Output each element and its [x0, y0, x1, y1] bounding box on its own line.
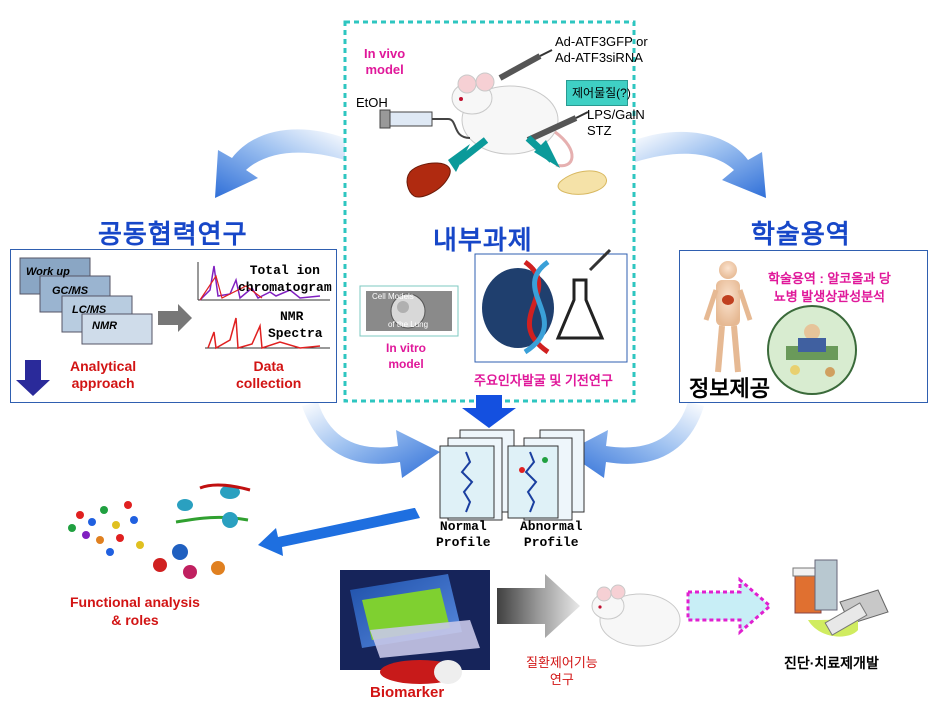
- analytical-line2: approach: [71, 375, 135, 391]
- data-line2: collection: [236, 375, 302, 391]
- nmr-line2: Spectra: [268, 326, 323, 341]
- academic-desc-label: 학술용역 : 알코올과 당 뇨병 발생상관성분석: [768, 270, 891, 306]
- instrument-stack-overlay: [19, 257, 153, 345]
- stack-lcms: LC/MS: [72, 304, 107, 316]
- etoh-label: EtOH: [356, 95, 388, 110]
- regulator-label: 제어물질(?): [572, 86, 631, 100]
- cell-models-caption2: of the Lung: [388, 320, 429, 329]
- normal-line1: Normal: [439, 519, 487, 534]
- invivo-label: In vivo model: [364, 46, 405, 78]
- diagnosis-treatment-label: 진단·치료제개발: [784, 655, 879, 671]
- disease-line2: 연구: [549, 672, 574, 687]
- normal-line2: Profile: [436, 535, 491, 550]
- nmr-label: NMR Spectra: [268, 308, 323, 342]
- right-box-illustrations: [703, 261, 857, 395]
- internal-project-title: 내부과제: [433, 225, 533, 255]
- lps-line1: LPS/GalN: [587, 107, 645, 122]
- abnormal-line2: Profile: [523, 535, 579, 550]
- lps-label: LPS/GalN STZ: [587, 107, 645, 139]
- nmr-line1: NMR: [280, 309, 304, 324]
- arrow-mouse-to-drug: [686, 576, 773, 636]
- syringe-adenovirus: [498, 49, 553, 81]
- functional-network-image: [68, 483, 251, 579]
- down-arrow-to-profiles: [462, 395, 516, 428]
- collaborative-research-title: 공동협력연구: [98, 219, 248, 249]
- regulator-box: [566, 80, 628, 106]
- functional-line2: & roles: [111, 612, 159, 628]
- invivo-line1: In vivo: [364, 46, 406, 61]
- academic-service-title: 학술용역: [751, 219, 851, 249]
- curved-arrow-bottom-right: [566, 402, 704, 478]
- analytical-arrow-overlay: [16, 304, 192, 396]
- key-factor-label: 주요인자발굴 및 기전연구: [474, 373, 613, 388]
- cell-models-line1: Cell Models: [372, 292, 414, 301]
- abnormal-profile-label: Abnormal Profile: [520, 519, 582, 551]
- cell-model-image: [359, 285, 459, 337]
- tic-line1: Total ion: [249, 263, 320, 278]
- stack-workup: Work up: [26, 266, 70, 278]
- functional-line1: Functional analysis: [70, 594, 200, 610]
- drug-products-image: [792, 559, 889, 637]
- cell-models-caption: Cell Models: [372, 292, 414, 301]
- syringe-lps: [526, 111, 589, 143]
- arrow-biomarker-to-mouse: [497, 574, 580, 638]
- adenovirus-label: Ad-ATF3GFP or Ad-ATF3siRNA: [555, 34, 648, 66]
- academic-desc-line1: 학술용역 : 알코올과 당: [768, 271, 891, 286]
- academic-desc-line2: 뇨병 발생상관성분석: [773, 289, 886, 304]
- normal-profile-label: Normal Profile: [436, 519, 491, 551]
- arrow-to-functional-analysis: [258, 508, 420, 556]
- invivo-line2: model: [365, 62, 404, 77]
- stack-gcms: GC/MS: [52, 285, 89, 297]
- dna-flask-illustration: [474, 248, 628, 363]
- abnormal-line1: Abnormal: [520, 519, 583, 534]
- data-line1: Data: [253, 358, 284, 374]
- tic-label: Total ion chromatogram: [238, 262, 332, 296]
- analytical-approach-label: Analytical approach: [70, 358, 136, 392]
- mouse-bottom-illustration: [591, 584, 681, 647]
- profile-charts: [439, 429, 585, 521]
- lps-line2: STZ: [587, 123, 612, 138]
- curved-arrow-top-left: [215, 129, 345, 198]
- disease-control-label: 질환제어기능 연구: [526, 654, 598, 688]
- adenovirus-line2: Ad-ATF3siRNA: [555, 50, 643, 65]
- info-provision-label: 정보제공: [689, 376, 770, 401]
- disease-line1: 질환제어기능: [526, 655, 598, 670]
- liver-icon: [406, 162, 451, 198]
- invitro-label: In vitro model: [386, 340, 426, 372]
- curved-arrow-top-right: [635, 131, 766, 198]
- functional-analysis-label: Functional analysis & roles: [70, 593, 200, 629]
- syringe-etoh: [379, 109, 471, 139]
- analytical-line1: Analytical: [70, 358, 137, 374]
- biomarker-chip-image: [340, 570, 490, 684]
- adenovirus-line1: Ad-ATF3GFP or: [555, 34, 648, 49]
- data-collection-label: Data collection: [236, 358, 301, 392]
- invitro-line1: In vitro: [386, 341, 427, 355]
- stack-nmr: NMR: [92, 320, 118, 332]
- invitro-line2: model: [388, 357, 424, 371]
- pancreas-icon: [557, 170, 607, 195]
- curved-arrow-bottom-left: [302, 402, 440, 478]
- chromatogram-overlay: [197, 262, 330, 350]
- biomarker-label: Biomarker: [370, 684, 445, 701]
- tic-line2: chromatogram: [238, 280, 332, 295]
